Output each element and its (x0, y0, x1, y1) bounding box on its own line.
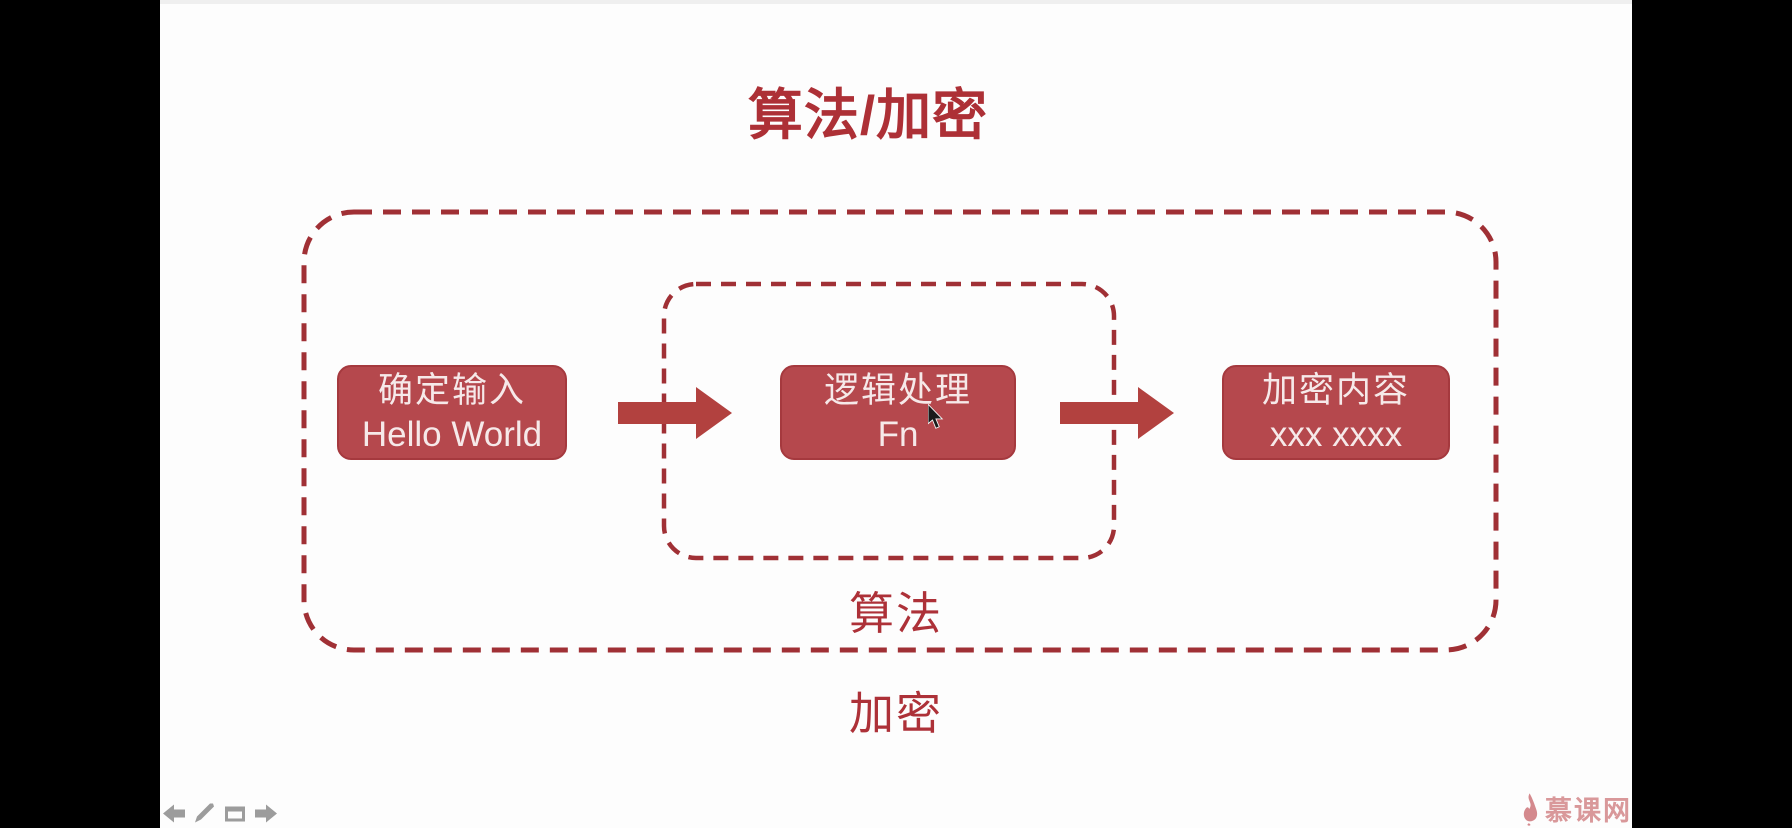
flow-arrow-icon (1060, 387, 1174, 439)
node-output: 加密内容 xxx xxxx (1222, 365, 1450, 460)
prev-arrow-icon[interactable] (163, 802, 187, 825)
node-input-label: 确定输入 (377, 371, 526, 410)
algorithm-group-label: 算法 (848, 588, 943, 639)
slide-box-icon[interactable] (223, 802, 247, 825)
imooc-flame-icon (1523, 792, 1538, 826)
watermark-brand: 慕课网 (1545, 796, 1632, 826)
presenter-toolbar (163, 802, 277, 825)
slide-top-edge (160, 0, 1632, 4)
node-input-value: Hello World (361, 415, 543, 454)
node-input: 确定输入 Hello World (337, 365, 567, 460)
node-process: 逻辑处理 Fn (780, 365, 1016, 460)
watermark: 慕课网 (1516, 789, 1632, 828)
pen-icon[interactable] (193, 802, 217, 825)
next-arrow-icon[interactable] (253, 802, 277, 825)
encryption-group-label: 加密 (848, 688, 943, 739)
node-output-value: xxx xxxx (1269, 415, 1403, 454)
node-output-label: 加密内容 (1261, 371, 1410, 410)
node-process-label: 逻辑处理 (823, 371, 972, 410)
node-process-value: Fn (877, 415, 919, 454)
flow-arrow-icon (618, 387, 732, 439)
mouse-cursor-icon (928, 404, 944, 429)
encryption-group-outline (301, 209, 1499, 653)
slide-title: 算法/加密 (747, 84, 989, 146)
